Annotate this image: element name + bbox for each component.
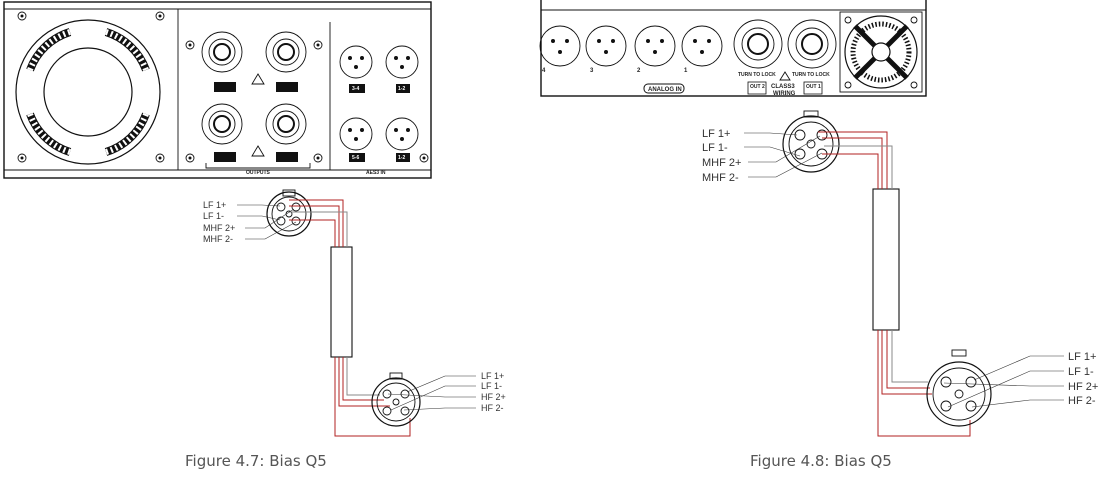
left-top-leaders (237, 204, 297, 240)
warning-icon (251, 73, 265, 157)
right-amplifier-panel: 4 3 2 1 ANALOG IN TURN TO LOCK TURN TO L… (539, 0, 927, 97)
right-bottom-label-1: LF 1+ (1068, 351, 1096, 363)
left-bottom-label-3: HF 2+ (481, 392, 506, 402)
screw-icon (17, 11, 429, 163)
left-amplifier-panel: OUTPUTS 3-4 1-2 5-6 1-2 AES3 IN (3, 1, 432, 179)
right-top-leaders (744, 132, 823, 178)
left-bottom-label-1: LF 1+ (481, 371, 504, 381)
aes-in-label: AES3 IN (366, 170, 386, 176)
out2-label: OUT 2 (750, 84, 765, 90)
xlr-number-4: 4 (542, 68, 546, 74)
right-bottom-label-3: HF 2+ (1068, 381, 1098, 393)
right-bottom-label-2: LF 1- (1068, 366, 1094, 378)
right-cable-body (872, 188, 900, 331)
analog-in-label: ANALOG IN (648, 87, 682, 93)
out1-label: OUT 1 (806, 84, 821, 90)
left-bottom-leaders (387, 375, 476, 411)
speakon-output-icon (733, 19, 837, 69)
left-bottom-connector (371, 372, 421, 427)
left-top-label-2: LF 1- (203, 211, 224, 221)
left-top-label-1: LF 1+ (203, 200, 226, 210)
left-top-label-4: MHF 2- (203, 234, 233, 244)
turn-to-lock-right: TURN TO LOCK (792, 72, 830, 78)
xlr-label-3-4: 3-4 (352, 86, 359, 92)
xlr-label-1-2: 1-2 (398, 86, 405, 92)
xlr-label-1-2-bottom: 1-2 (398, 155, 405, 161)
left-wires (289, 199, 411, 437)
figure-caption-left: Figure 4.7: Bias Q5 (185, 452, 327, 470)
right-top-label-1: LF 1+ (702, 128, 730, 140)
right-bottom-connector (926, 349, 992, 427)
xlr-label-5-6: 5-6 (352, 155, 359, 161)
fan-grille-icon (839, 11, 923, 93)
wiring-label: WIRING (773, 91, 796, 97)
right-top-label-4: MHF 2- (702, 172, 739, 184)
figure-caption-right: Figure 4.8: Bias Q5 (750, 452, 892, 470)
left-bottom-label-4: HF 2- (481, 403, 504, 413)
turn-to-lock-left: TURN TO LOCK (738, 72, 776, 78)
right-bottom-leaders (943, 355, 1064, 408)
class3-label: CLASS3 (771, 84, 795, 90)
xlr-number-1: 1 (684, 68, 688, 74)
outputs-label: OUTPUTS (246, 170, 271, 176)
warning-icon (779, 71, 791, 81)
xlr-number-3: 3 (590, 68, 594, 74)
left-bottom-label-2: LF 1- (481, 381, 502, 391)
fan-grille-icon (15, 19, 161, 165)
right-wires (818, 131, 971, 437)
right-bottom-label-4: HF 2- (1068, 395, 1096, 407)
left-top-label-3: MHF 2+ (203, 223, 235, 233)
speakon-output-icon (201, 31, 307, 145)
xlr-input-icon (539, 25, 723, 67)
right-top-label-2: LF 1- (702, 142, 728, 154)
xlr-number-2: 2 (637, 68, 641, 74)
right-top-label-3: MHF 2+ (702, 157, 741, 169)
xlr-input-icon (339, 45, 419, 151)
left-top-connector (266, 189, 312, 237)
left-cable-body (330, 246, 353, 358)
